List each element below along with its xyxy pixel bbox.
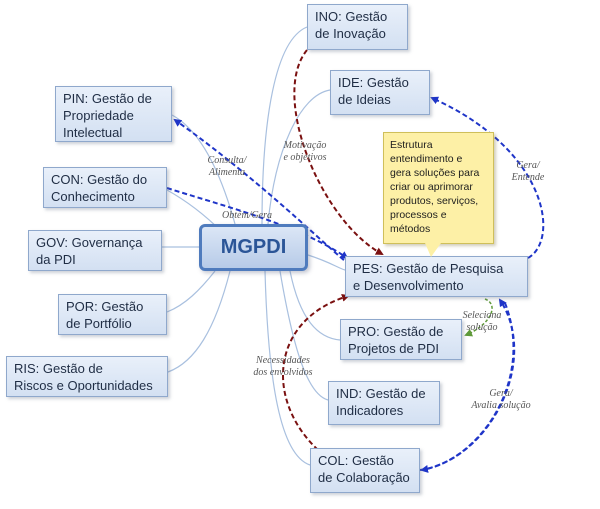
label-consulta-alimenta: Consulta/ Alimenta bbox=[207, 155, 247, 178]
node-ind: IND: Gestão de Indicadores bbox=[328, 381, 440, 425]
central-node-mgpdi: MGPDI bbox=[199, 224, 308, 271]
connector-por bbox=[166, 270, 216, 313]
pes-description-callout: Estrutura entendimento e gera soluções p… bbox=[383, 132, 494, 244]
connector-ino bbox=[261, 26, 308, 225]
node-gov: GOV: Governança da PDI bbox=[28, 230, 162, 271]
label-motivacao-objetivos: Motivação e objetivos bbox=[283, 140, 327, 163]
arrow-con-to-pes bbox=[166, 187, 349, 260]
label-gera-avalia-solucao: Gera/ Avalia solução bbox=[471, 388, 531, 411]
node-por: POR: Gestão de Portfólio bbox=[58, 294, 167, 335]
connector-ide bbox=[267, 89, 331, 225]
node-pes: PES: Gestão de Pesquisa e Desenvolviment… bbox=[345, 256, 528, 297]
connector-pro bbox=[289, 270, 341, 341]
label-seleciona-solucao: Seleciona solução bbox=[462, 310, 502, 333]
arrow-pes-to-col bbox=[420, 302, 515, 473]
label-gera-entende: Gera/ Entende bbox=[511, 160, 545, 183]
node-ris: RIS: Gestão de Riscos e Oportunidades bbox=[6, 356, 168, 397]
node-ide: IDE: Gestão de Ideias bbox=[330, 70, 430, 115]
callout-pointer bbox=[425, 243, 441, 257]
connector-pes bbox=[307, 254, 346, 271]
arrow-pes-to-ide bbox=[430, 96, 545, 259]
arrow-col-to-pes-needs bbox=[281, 293, 350, 451]
label-necessidades-envolvidos: Necessidades dos envolvidos bbox=[253, 355, 313, 378]
node-pin: PIN: Gestão de Propriedade Intelectual bbox=[55, 86, 172, 142]
connector-col bbox=[264, 270, 311, 466]
node-ino: INO: Gestão de Inovação bbox=[307, 4, 408, 50]
node-pro: PRO: Gestão de Projetos de PDI bbox=[340, 319, 462, 360]
node-con: CON: Gestão do Conhecimento bbox=[43, 167, 167, 208]
node-col: COL: Gestão de Colaboração bbox=[310, 448, 420, 493]
connector-ris bbox=[167, 270, 231, 373]
connector-ind bbox=[279, 270, 329, 401]
label-obtem-gera: Obtém/Gera bbox=[222, 210, 272, 221]
